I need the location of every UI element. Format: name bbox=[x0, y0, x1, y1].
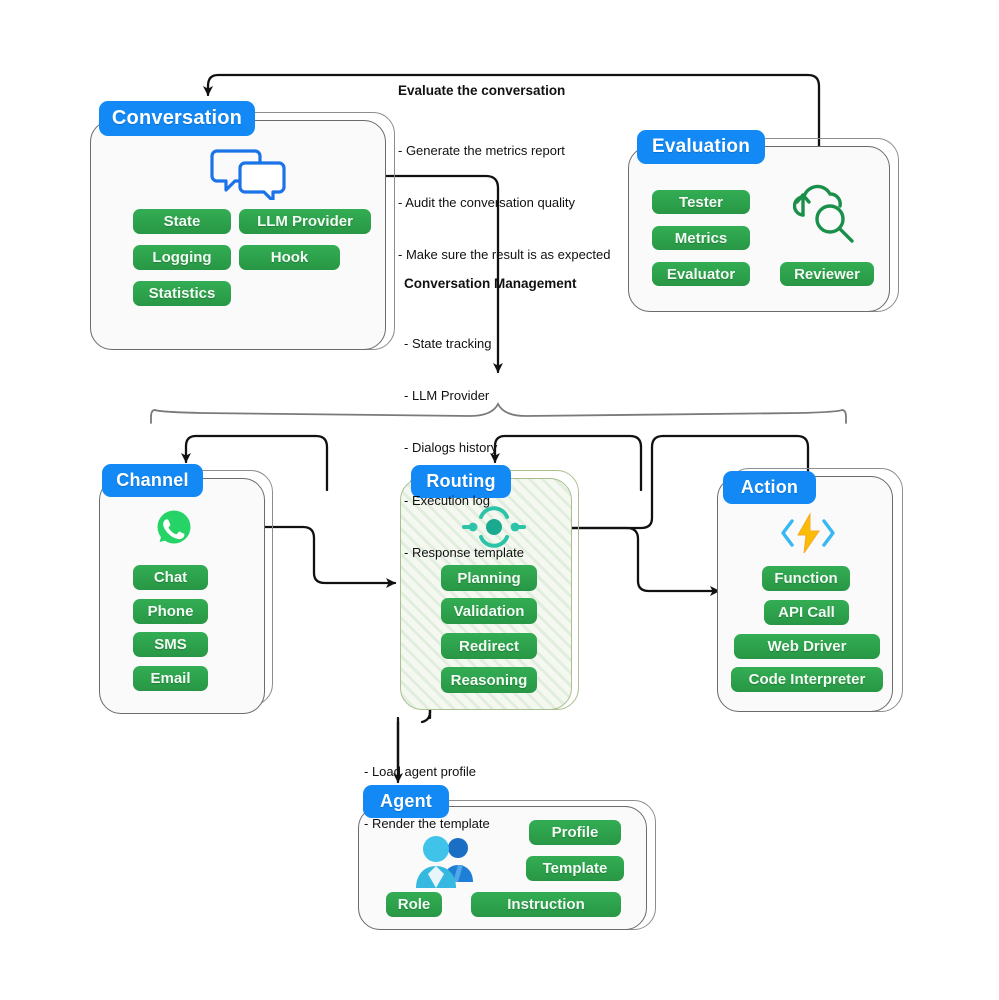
pill-web-driver[interactable]: Web Driver bbox=[734, 634, 880, 659]
pill-instruction[interactable]: Instruction bbox=[471, 892, 621, 917]
action-title: Action bbox=[723, 471, 816, 504]
annotation-cm-item-3: - Execution log bbox=[404, 492, 490, 508]
annotation-evaluate-heading: Evaluate the conversation bbox=[398, 83, 566, 98]
target-node-icon bbox=[462, 506, 526, 548]
whatsapp-icon bbox=[157, 510, 191, 544]
pill-evaluator[interactable]: Evaluator bbox=[652, 262, 750, 286]
cloud-magnifier-icon bbox=[793, 184, 854, 243]
pill-tester[interactable]: Tester bbox=[652, 190, 750, 214]
annotation-evaluate-item-0: - Generate the metrics report bbox=[398, 143, 565, 158]
pill-sms[interactable]: SMS bbox=[133, 632, 208, 657]
pill-logging[interactable]: Logging bbox=[133, 245, 231, 270]
conversation-title: Conversation bbox=[99, 101, 255, 136]
agent-title: Agent bbox=[363, 785, 449, 818]
pill-llm-provider[interactable]: LLM Provider bbox=[239, 209, 371, 234]
annotation-cm-item-4: - Response template bbox=[404, 544, 524, 560]
evaluation-title: Evaluation bbox=[637, 130, 765, 164]
lightning-code-icon bbox=[781, 512, 835, 554]
annotation-agent-load: - Load agent profile - Render the templa… bbox=[364, 728, 490, 868]
pill-function[interactable]: Function bbox=[762, 566, 850, 591]
pill-redirect[interactable]: Redirect bbox=[441, 633, 537, 659]
pill-template[interactable]: Template bbox=[526, 856, 624, 881]
annotation-cm-item-1: - LLM Provider bbox=[404, 388, 490, 404]
routing-title: Routing bbox=[411, 465, 511, 498]
annotation-evaluate: Evaluate the conversation - Generate the… bbox=[398, 47, 610, 300]
pill-api-call[interactable]: API Call bbox=[764, 600, 849, 625]
pill-profile[interactable]: Profile bbox=[529, 820, 621, 845]
pill-metrics[interactable]: Metrics bbox=[652, 226, 750, 250]
annotation-cm-heading: Conversation Management bbox=[404, 276, 577, 291]
pill-reasoning[interactable]: Reasoning bbox=[441, 667, 537, 693]
channel-title: Channel bbox=[102, 464, 203, 497]
pill-code-interpreter[interactable]: Code Interpreter bbox=[731, 667, 883, 692]
annotation-evaluate-item-2: - Make sure the result is as expected bbox=[398, 247, 611, 263]
pill-statistics[interactable]: Statistics bbox=[133, 281, 231, 306]
annotation-evaluate-item-1: - Audit the conversation quality bbox=[398, 195, 576, 211]
pill-reviewer[interactable]: Reviewer bbox=[780, 262, 874, 286]
annotation-cm-item-0: - State tracking bbox=[404, 336, 492, 351]
pill-state[interactable]: State bbox=[133, 209, 231, 234]
annotation-conversation-management: Conversation Management - State tracking… bbox=[404, 240, 577, 597]
annotation-agent-item-0: - Load agent profile bbox=[364, 764, 477, 779]
annotation-agent-item-1: - Render the template bbox=[364, 816, 490, 832]
conversation-card bbox=[90, 120, 386, 350]
pill-planning[interactable]: Planning bbox=[441, 565, 537, 591]
pill-email[interactable]: Email bbox=[133, 666, 208, 691]
pill-hook[interactable]: Hook bbox=[239, 245, 340, 270]
pill-chat[interactable]: Chat bbox=[133, 565, 208, 590]
chat-bubbles-icon bbox=[210, 149, 286, 200]
annotation-cm-item-2: - Dialogs history bbox=[404, 440, 498, 456]
pill-role[interactable]: Role bbox=[386, 892, 442, 917]
people-icon bbox=[416, 836, 473, 888]
pill-validation[interactable]: Validation bbox=[441, 598, 537, 624]
pill-phone[interactable]: Phone bbox=[133, 599, 208, 624]
